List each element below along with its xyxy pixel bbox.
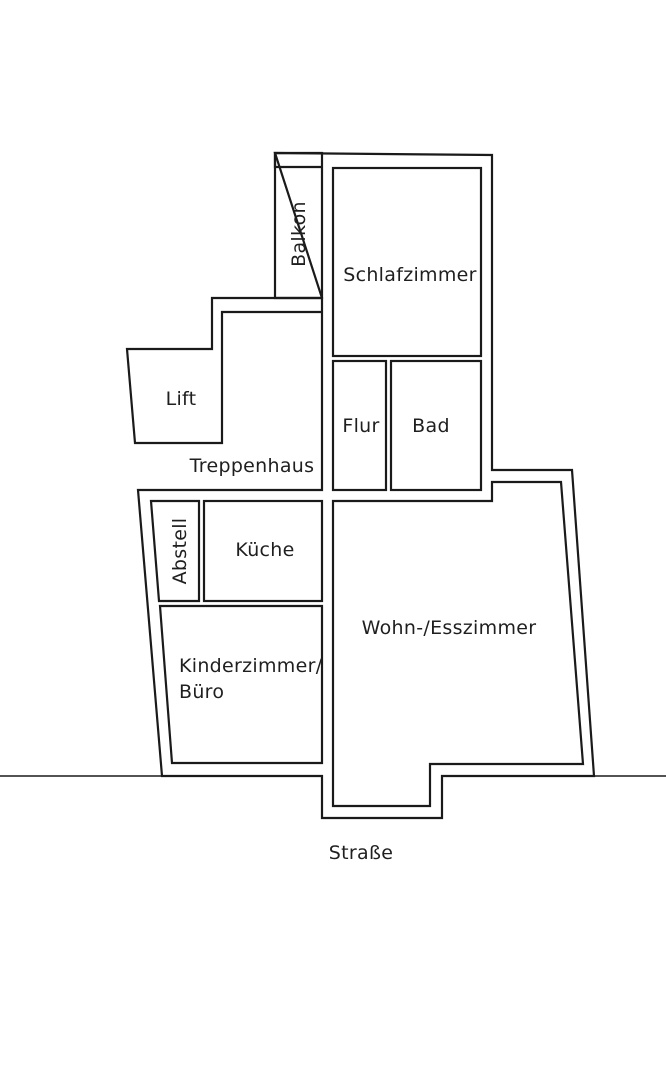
label-kueche: Küche (235, 539, 294, 561)
kinderzimmer-room (158, 604, 324, 765)
label-abstell: Abstell (169, 518, 191, 585)
abstell-room (149, 499, 201, 603)
label-balkon: Balkon (288, 201, 310, 267)
wohn-esszimmer-room (331, 480, 585, 808)
label-lift: Lift (166, 388, 197, 410)
schlafzimmer-room (331, 166, 483, 358)
balkon-room (273, 151, 324, 300)
bad-room (389, 359, 483, 492)
kueche-room (202, 499, 324, 603)
label-kinderzimmer-line1: Kinderzimmer/ (179, 655, 323, 677)
label-treppenhaus: Treppenhaus (189, 455, 315, 477)
balkon-top-wall (273, 153, 322, 169)
label-bad: Bad (412, 415, 450, 437)
label-flur: Flur (342, 415, 379, 437)
outer-wall (125, 151, 596, 820)
label-strasse: Straße (329, 842, 393, 864)
label-schlafzimmer: Schlafzimmer (343, 264, 477, 286)
label-kinderzimmer-line2: Büro (179, 681, 224, 703)
flur-room (331, 359, 388, 492)
label-wohn-esszimmer: Wohn-/Esszimmer (362, 617, 537, 639)
